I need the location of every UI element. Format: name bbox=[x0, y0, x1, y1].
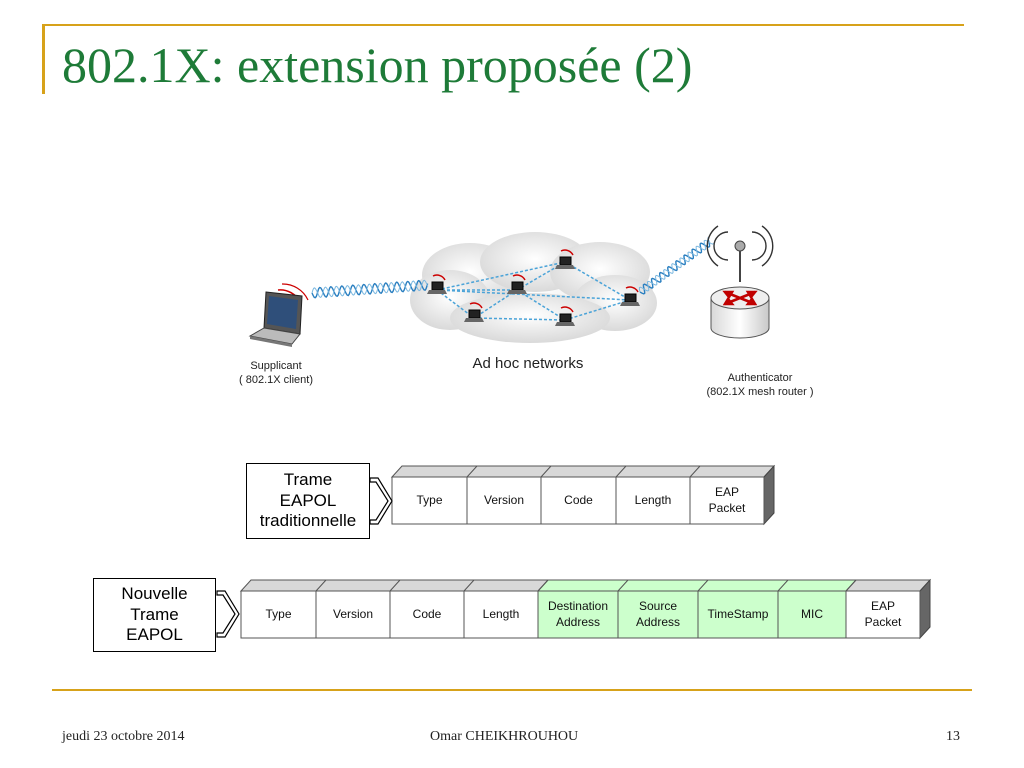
arrow-new-icon bbox=[216, 590, 240, 638]
left-rule bbox=[42, 24, 45, 94]
eapol-new-frame bbox=[239, 578, 932, 640]
radio-link-wave bbox=[311, 279, 429, 299]
new-field-eap-packet: EAP Packet bbox=[864, 598, 902, 629]
new-field-length: Length bbox=[482, 606, 520, 621]
footer-date: jeudi 23 octobre 2014 bbox=[62, 729, 185, 744]
mesh-node-icon bbox=[555, 306, 575, 326]
mesh-node-icon bbox=[507, 274, 527, 294]
new-field-destination-address: Destination Address bbox=[547, 598, 609, 629]
authenticator-label: Authenticator (802.1X mesh router ) bbox=[706, 372, 814, 398]
laptop-icon bbox=[248, 283, 309, 347]
supplicant-label: Supplicant ( 802.1X client) bbox=[239, 360, 313, 386]
mesh-links bbox=[436, 261, 631, 321]
new-field-mic: MIC bbox=[801, 606, 823, 621]
radio-link-wave bbox=[311, 279, 429, 299]
new-frame-label: Nouvelle Trame EAPOL bbox=[93, 578, 216, 652]
footer-page-number: 13 bbox=[946, 729, 960, 744]
slide-title: 802.1X: extension proposée (2) bbox=[62, 37, 693, 93]
new-field-timestamp: TimeStamp bbox=[707, 606, 769, 621]
eapol-old-frame bbox=[390, 464, 776, 526]
radio-link-wave bbox=[639, 236, 711, 295]
mesh-node-icon bbox=[427, 274, 447, 294]
old-field-length: Length bbox=[634, 492, 672, 507]
cloud-label: Ad hoc networks bbox=[472, 355, 584, 372]
new-field-type: Type bbox=[265, 606, 292, 621]
new-field-version: Version bbox=[332, 606, 374, 621]
old-field-eap-packet: EAP Packet bbox=[708, 484, 746, 515]
new-field-source-address: Source Address bbox=[635, 598, 681, 629]
old-frame-label: Trame EAPOL traditionnelle bbox=[246, 463, 370, 539]
radio-link-wave bbox=[638, 239, 714, 293]
new-field-code: Code bbox=[412, 606, 442, 621]
mesh-node-icon bbox=[555, 249, 575, 269]
old-field-code: Code bbox=[564, 492, 593, 507]
mesh-node-icon bbox=[620, 286, 640, 306]
old-field-type: Type bbox=[416, 492, 443, 507]
router-icon bbox=[706, 225, 774, 339]
top-rule bbox=[42, 24, 964, 26]
arrow-old-icon bbox=[369, 477, 393, 525]
footer-author: Omar CHEIKHROUHOU bbox=[430, 729, 579, 744]
mesh-node-icon bbox=[464, 302, 484, 322]
old-field-version: Version bbox=[483, 492, 525, 507]
bottom-rule bbox=[52, 689, 972, 691]
